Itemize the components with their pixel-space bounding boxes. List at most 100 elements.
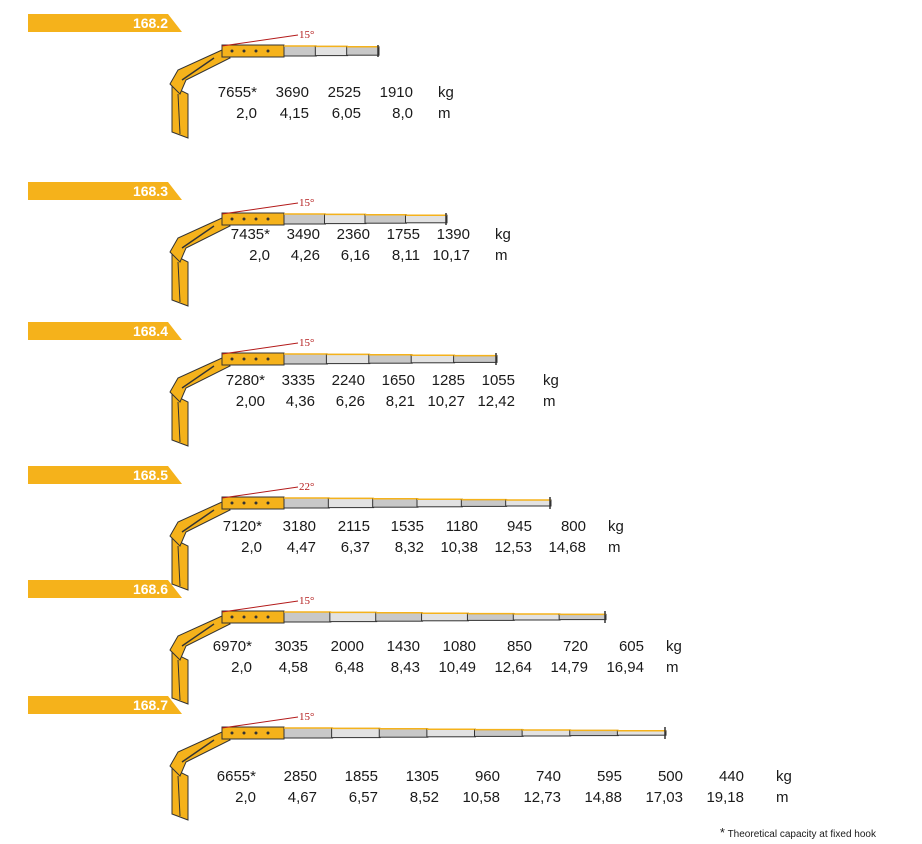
capacity-value: 3180 bbox=[282, 518, 316, 535]
reach-value: 4,58 bbox=[278, 659, 308, 676]
model-badge: 168.3 bbox=[28, 182, 182, 200]
reach-value: 14,68 bbox=[548, 539, 586, 556]
crane-illustration: 22° bbox=[169, 481, 552, 591]
capacity-value: 1855 bbox=[344, 768, 378, 785]
reach-value: 14,79 bbox=[550, 659, 588, 676]
reach-value: 19,18 bbox=[706, 789, 744, 806]
capacity-value: 960 bbox=[474, 768, 500, 785]
capacity-value: 720 bbox=[562, 638, 588, 655]
capacity-value: 2115 bbox=[337, 518, 370, 535]
unit-label: kg bbox=[608, 518, 624, 535]
crane-illustration: 15° bbox=[169, 595, 607, 705]
capacity-value: 3490 bbox=[286, 226, 320, 243]
angle-label: 15° bbox=[299, 337, 314, 349]
capacity-value: 7280* bbox=[225, 372, 265, 389]
capacity-value: 605 bbox=[618, 638, 644, 655]
model-badge: 168.4 bbox=[28, 322, 182, 340]
unit-label: m bbox=[543, 393, 556, 410]
reach-value: 10,49 bbox=[438, 659, 476, 676]
capacity-value: 1910 bbox=[379, 84, 413, 101]
capacity-value: 3690 bbox=[275, 84, 309, 101]
reach-value: 4,67 bbox=[287, 789, 317, 806]
capacity-value: 595 bbox=[596, 768, 622, 785]
reach-value: 4,15 bbox=[279, 105, 309, 122]
angle-label: 22° bbox=[299, 481, 314, 493]
reach-value: 6,48 bbox=[334, 659, 364, 676]
reach-value: 10,17 bbox=[432, 247, 470, 264]
reach-value: 12,42 bbox=[477, 393, 515, 410]
reach-value: 12,73 bbox=[523, 789, 561, 806]
capacity-value: 3335 bbox=[281, 372, 315, 389]
capacity-value: 1080 bbox=[442, 638, 476, 655]
reach-value: 8,52 bbox=[409, 789, 439, 806]
model-badge: 168.2 bbox=[28, 14, 182, 32]
footnote-text: Theoretical capacity at fixed hook bbox=[727, 829, 876, 840]
crane-illustration: 15° bbox=[169, 711, 667, 821]
capacity-value: 1755 bbox=[386, 226, 420, 243]
capacity-value: 1055 bbox=[481, 372, 515, 389]
capacity-value: 2525 bbox=[327, 84, 361, 101]
reach-value: 14,88 bbox=[584, 789, 622, 806]
unit-label: kg bbox=[438, 84, 454, 101]
capacity-value: 1650 bbox=[381, 372, 415, 389]
capacity-value: 3035 bbox=[274, 638, 308, 655]
reach-value: 6,26 bbox=[335, 393, 365, 410]
unit-label: m bbox=[438, 105, 451, 122]
model-name: 168.2 bbox=[132, 15, 168, 31]
angle-label: 15° bbox=[299, 711, 314, 723]
capacity-value: 7120* bbox=[222, 518, 262, 535]
reach-value: 10,27 bbox=[427, 393, 465, 410]
reach-value: 6,37 bbox=[340, 539, 370, 556]
model-badge: 168.7 bbox=[28, 696, 182, 714]
reach-value: 8,21 bbox=[385, 393, 415, 410]
footnote: * Theoretical capacity at fixed hook bbox=[720, 825, 876, 840]
capacity-value: 945 bbox=[506, 518, 532, 535]
capacity-value: 740 bbox=[535, 768, 561, 785]
capacity-value: 1535 bbox=[390, 518, 424, 535]
reach-value: 2,0 bbox=[241, 539, 262, 556]
crane-illustration: 15° bbox=[169, 337, 498, 447]
model-name: 168.3 bbox=[132, 183, 168, 199]
angle-label: 15° bbox=[299, 595, 314, 607]
unit-label: m bbox=[776, 789, 789, 806]
reach-value: 10,38 bbox=[440, 539, 478, 556]
reach-value: 2,0 bbox=[231, 659, 252, 676]
reach-value: 4,26 bbox=[290, 247, 320, 264]
unit-label: kg bbox=[776, 768, 792, 785]
capacity-value: 850 bbox=[506, 638, 532, 655]
capacity-value: 2850 bbox=[283, 768, 317, 785]
unit-label: kg bbox=[495, 226, 511, 243]
reach-value: 6,16 bbox=[340, 247, 370, 264]
reach-value: 8,11 bbox=[391, 247, 420, 264]
model-badge: 168.5 bbox=[28, 466, 182, 484]
capacity-value: 6655* bbox=[216, 768, 256, 785]
reach-value: 12,53 bbox=[494, 539, 532, 556]
unit-label: kg bbox=[543, 372, 559, 389]
capacity-value: 1285 bbox=[431, 372, 465, 389]
model-name: 168.7 bbox=[132, 697, 168, 713]
capacity-value: 7435* bbox=[230, 226, 270, 243]
model-name: 168.5 bbox=[132, 467, 168, 483]
reach-value: 8,43 bbox=[390, 659, 420, 676]
reach-value: 12,64 bbox=[494, 659, 532, 676]
footnote-star: * bbox=[719, 825, 725, 840]
crane-illustration: 15° bbox=[169, 29, 380, 139]
reach-value: 16,94 bbox=[606, 659, 644, 676]
reach-value: 2,0 bbox=[236, 105, 257, 122]
unit-label: kg bbox=[666, 638, 682, 655]
reach-value: 17,03 bbox=[645, 789, 683, 806]
unit-label: m bbox=[495, 247, 508, 264]
capacity-value: 2000 bbox=[330, 638, 364, 655]
reach-value: 2,0 bbox=[235, 789, 256, 806]
reach-value: 2,00 bbox=[235, 393, 265, 410]
capacity-value: 1305 bbox=[405, 768, 439, 785]
capacity-value: 1390 bbox=[436, 226, 470, 243]
capacity-value: 440 bbox=[718, 768, 744, 785]
reach-value: 8,32 bbox=[394, 539, 424, 556]
capacity-value: 6970* bbox=[212, 638, 252, 655]
